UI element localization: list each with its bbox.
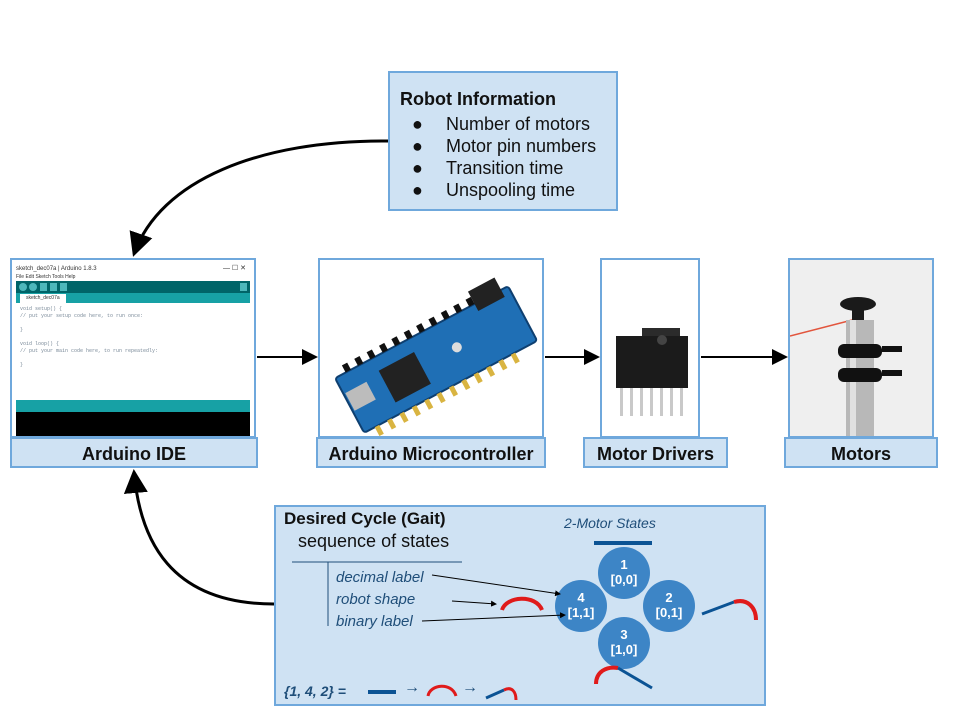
state-3: 3 [1,0] xyxy=(598,617,650,669)
gait-subtitle: sequence of states xyxy=(298,531,450,551)
state-binary: [1,0] xyxy=(610,642,638,657)
legend-robot-shape: robot shape xyxy=(336,591,416,608)
legend-decimal-label: decimal label xyxy=(336,569,424,586)
arrow-info-to-ide xyxy=(129,139,389,257)
robot-info-item: ●Transition time xyxy=(412,158,564,178)
legend-binary-label: binary label xyxy=(336,613,413,630)
gait-title: Desired Cycle (Gait) xyxy=(284,509,446,528)
code-line xyxy=(20,355,246,362)
verify-icon xyxy=(19,283,27,291)
robot-info-box: Robot Information ●Number of motors ●Mot… xyxy=(388,71,618,211)
motor-drivers-label: Motor Drivers xyxy=(583,437,728,468)
ide-tab: sketch_dec07a xyxy=(20,294,66,303)
arduino-nano-illustration xyxy=(335,277,538,436)
code-line: // put your setup code here, to run once… xyxy=(20,313,144,319)
motor-driver-image xyxy=(600,258,700,438)
state-binary: [0,0] xyxy=(610,572,638,587)
state-binary: [0,1] xyxy=(655,605,683,620)
arduino-nano-image xyxy=(318,258,544,438)
gait-sequence-label: {1, 4, 2} = xyxy=(284,683,346,699)
code-line: void setup() { xyxy=(20,306,63,312)
ide-window-title: sketch_dec07a | Arduino 1.8.3 xyxy=(16,266,97,272)
ide-menubar: File Edit Sketch Tools Help xyxy=(16,274,76,280)
state-1: 1 [0,0] xyxy=(598,547,650,599)
robot-info-item: ●Unspooling time xyxy=(412,180,576,200)
state-2: 2 [0,1] xyxy=(643,580,695,632)
upload-icon xyxy=(29,283,37,291)
state-decimal: 2 xyxy=(665,590,673,605)
arduino-ide-image: sketch_dec07a | Arduino 1.8.3 — ☐ ✕ File… xyxy=(10,258,256,438)
sequence-arrow-2: → xyxy=(462,679,478,696)
arduino-microcontroller-label: Arduino Microcontroller xyxy=(316,437,546,468)
state-decimal: 1 xyxy=(620,557,628,572)
state-binary: [1,1] xyxy=(567,605,595,620)
window-controls-icon: — ☐ ✕ xyxy=(222,265,246,272)
code-line: } xyxy=(20,327,24,333)
sequence-arrow-1: → xyxy=(404,679,420,696)
code-line: void loop() { xyxy=(20,341,60,347)
open-icon xyxy=(50,283,57,291)
robot-info-title: Robot Information xyxy=(400,89,556,109)
save-icon xyxy=(60,283,67,291)
arduino-ide-label: Arduino IDE xyxy=(10,437,258,468)
arrow-gait-to-ide xyxy=(123,469,275,606)
robot-info-item: ●Motor pin numbers xyxy=(412,136,597,156)
ide-titlebar: sketch_dec07a | Arduino 1.8.3 — ☐ ✕ xyxy=(16,264,250,274)
new-icon xyxy=(40,283,47,291)
ide-code-area: void setup() { // put your setup code he… xyxy=(16,304,250,400)
motors-label: Motors xyxy=(784,437,938,468)
code-line xyxy=(20,320,246,327)
states-title: 2-Motor States xyxy=(564,515,656,531)
ide-tabbar: sketch_dec07a xyxy=(16,293,250,303)
code-line: } xyxy=(20,362,24,368)
motor-image xyxy=(788,258,934,438)
robot-info-item: ●Number of motors xyxy=(412,114,591,134)
code-line: // put your main code here, to run repea… xyxy=(20,348,159,354)
state-4: 4 [1,1] xyxy=(555,580,607,632)
code-line xyxy=(20,334,246,341)
ide-console xyxy=(16,412,250,436)
serial-monitor-icon xyxy=(240,283,247,291)
gait-box: Desired Cycle (Gait) sequence of states … xyxy=(274,505,766,706)
robot-info-list: ●Number of motors ●Motor pin numbers ●Tr… xyxy=(412,113,596,201)
motor-driver-illustration xyxy=(616,328,688,416)
state-decimal: 4 xyxy=(577,590,585,605)
motor-illustration xyxy=(790,297,902,436)
ide-toolbar xyxy=(16,281,250,293)
ide-status-bar xyxy=(16,400,250,412)
state-decimal: 3 xyxy=(620,627,628,642)
